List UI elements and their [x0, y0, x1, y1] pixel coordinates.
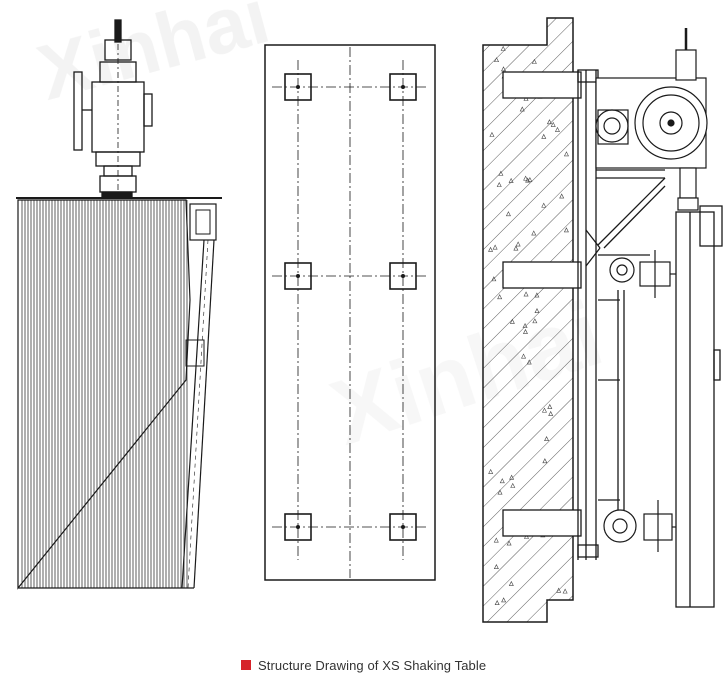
- concrete-aggregate-mark: [509, 318, 515, 324]
- concrete-aggregate-mark: [542, 458, 548, 464]
- concrete-aggregate-mark: [498, 170, 504, 176]
- concrete-aggregate-mark: [500, 45, 506, 51]
- concrete-aggregate-mark: [523, 291, 529, 297]
- concrete-aggregate-mark: [501, 66, 506, 72]
- concrete-aggregate-mark: [532, 318, 538, 324]
- anchor-holes: [284, 73, 417, 541]
- concrete-aggregate-mark: [493, 564, 499, 569]
- concrete-aggregate-mark: [563, 151, 569, 157]
- concrete-aggregate-mark: [496, 181, 502, 187]
- concrete-aggregate-mark: [541, 202, 547, 208]
- anchor-hole: [284, 73, 312, 101]
- foundation-outline: [264, 44, 436, 581]
- drive-assembly: [73, 19, 153, 199]
- anchor-hole-center: [401, 85, 405, 89]
- concrete-aggregate-mark: [522, 328, 528, 334]
- concrete-aggregate-mark: [491, 276, 497, 282]
- concrete-aggregate-mark: [506, 540, 512, 546]
- support-units: [603, 250, 676, 552]
- installation-section-view: [482, 17, 723, 623]
- concrete-aggregate-mark: [513, 245, 519, 251]
- concrete-aggregate-mark: [534, 308, 540, 313]
- concrete-aggregate-mark: [556, 587, 562, 593]
- concrete-aggregate-mark: [509, 474, 515, 480]
- concrete-aggregate-mark: [531, 58, 537, 64]
- anchor-hole-center: [401, 525, 405, 529]
- concrete-aggregate-mark: [489, 131, 495, 137]
- concrete-aggregate-mark: [501, 597, 507, 603]
- concrete-aggregate-mark: [534, 292, 540, 298]
- svg-text:Xinhai: Xinhai: [29, 0, 278, 117]
- concrete-aggregate-mark: [488, 468, 494, 474]
- concrete-aggregate-mark: [544, 436, 550, 442]
- anchor-hole-center: [296, 274, 300, 278]
- concrete-aggregate-mark: [493, 537, 499, 543]
- concrete-aggregate-mark: [497, 489, 503, 495]
- deck-profile: [675, 205, 723, 608]
- concrete-aggregate-mark: [523, 175, 529, 181]
- caption-text: Structure Drawing of XS Shaking Table: [258, 657, 487, 673]
- concrete-aggregate-mark: [494, 600, 500, 606]
- anchor-hole-center: [296, 525, 300, 529]
- concrete-aggregate-mark: [494, 57, 500, 63]
- concrete-aggregate-mark: [527, 176, 533, 182]
- concrete-aggregate-mark: [508, 580, 514, 586]
- concrete-aggregate-mark: [547, 403, 553, 409]
- anchor-hole: [389, 262, 417, 290]
- concrete-aggregate-mark: [559, 193, 565, 199]
- anchor-hole: [284, 513, 312, 541]
- concrete-foundation: [482, 17, 574, 623]
- concrete-aggregate-mark: [554, 126, 560, 132]
- concrete-aggregate-mark: [488, 246, 494, 252]
- concrete-aggregate-mark: [541, 133, 547, 139]
- concrete-aggregate-mark: [562, 588, 568, 594]
- concrete-aggregate-mark: [510, 482, 516, 488]
- concrete-aggregate-mark: [521, 353, 527, 359]
- foundation-plan-view: [264, 44, 436, 581]
- anchor-hole: [389, 513, 417, 541]
- table-deck: [16, 197, 222, 590]
- anchor-beams: [502, 71, 582, 537]
- concrete-aggregate-mark: [515, 241, 521, 247]
- concrete-aggregate-mark: [563, 227, 569, 233]
- side-view: [16, 19, 222, 590]
- anchor-hole: [284, 262, 312, 290]
- concrete-aggregate-mark: [525, 177, 531, 183]
- concrete-aggregate-mark: [550, 121, 556, 127]
- anchor-hole-center: [296, 85, 300, 89]
- anchor-hole: [389, 73, 417, 101]
- concrete-aggregate-mark: [505, 211, 511, 217]
- concrete-aggregate-mark: [548, 410, 554, 416]
- concrete-aggregate-mark: [497, 294, 503, 300]
- caption-marker: [241, 660, 251, 670]
- concrete-aggregate-mark: [519, 106, 525, 112]
- concrete-aggregate-mark: [492, 244, 498, 250]
- concrete-aggregate-mark: [508, 177, 514, 183]
- caption: Structure Drawing of XS Shaking Table: [241, 656, 486, 674]
- concrete-aggregate-mark: [522, 322, 528, 328]
- head-motion-mechanism: [595, 28, 708, 211]
- concrete-aggregate-mark: [546, 119, 552, 125]
- concrete-aggregate-mark: [526, 359, 532, 365]
- concrete-aggregate-mark: [541, 407, 547, 413]
- anchor-hole-center: [401, 274, 405, 278]
- concrete-aggregate-mark: [531, 230, 537, 236]
- concrete-aggregate-mark: [499, 478, 505, 484]
